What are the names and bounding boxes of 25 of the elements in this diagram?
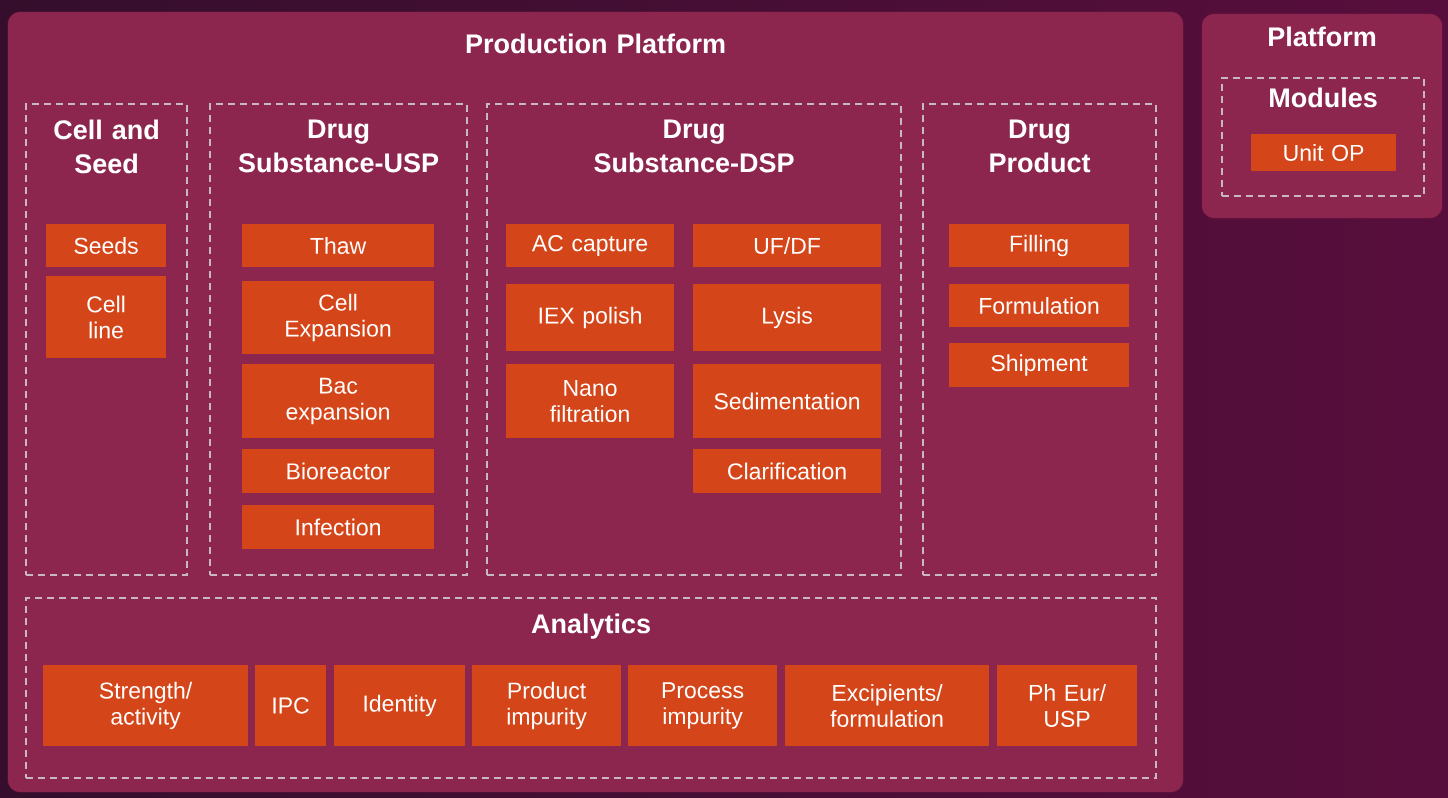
- process-box: Identity: [334, 665, 465, 746]
- process-box: Ph Eur/ USP: [997, 665, 1137, 746]
- process-box: Seeds: [46, 224, 166, 267]
- process-box: Strength/ activity: [43, 665, 248, 746]
- process-box: Cell line: [46, 276, 166, 358]
- process-box: Excipients/ formulation: [785, 665, 989, 746]
- process-box: Bac expansion: [242, 364, 434, 438]
- process-box: Shipment: [949, 343, 1129, 387]
- process-box: AC capture: [506, 224, 674, 267]
- process-box: Formulation: [949, 284, 1129, 327]
- process-box: Nano filtration: [506, 364, 674, 438]
- process-box: Process impurity: [628, 665, 777, 746]
- process-box: Thaw: [242, 224, 434, 267]
- process-box: IEX polish: [506, 284, 674, 351]
- process-box: IPC: [255, 665, 326, 746]
- process-box: Bioreactor: [242, 449, 434, 493]
- process-box: Infection: [242, 505, 434, 549]
- process-box: Filling: [949, 224, 1129, 267]
- process-box: Sedimentation: [693, 364, 881, 438]
- process-box: Lysis: [693, 284, 881, 351]
- process-box: Unit OP: [1251, 134, 1396, 171]
- process-box: UF/DF: [693, 224, 881, 267]
- process-box: Cell Expansion: [242, 281, 434, 354]
- process-box: Clarification: [693, 449, 881, 493]
- process-box: Product impurity: [472, 665, 621, 746]
